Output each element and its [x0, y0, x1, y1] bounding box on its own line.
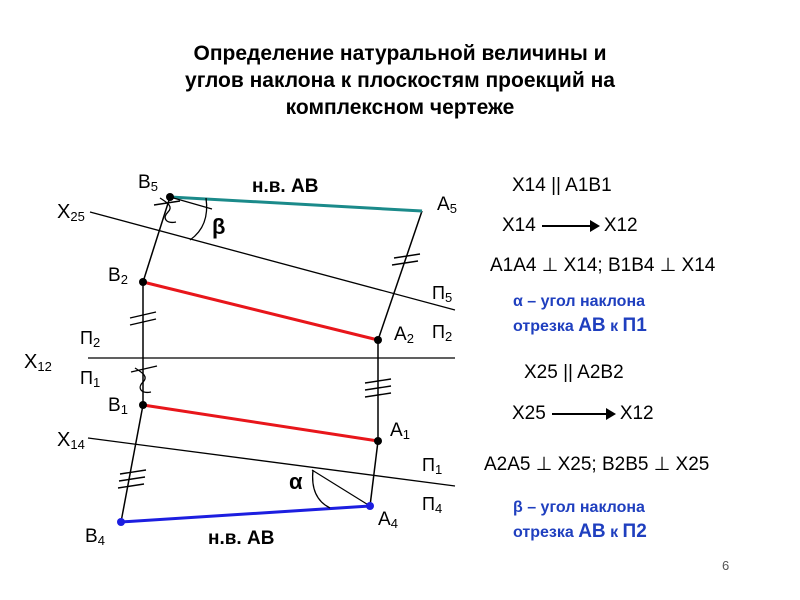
label-p2-right: П2 — [432, 322, 452, 344]
label-p5: П5 — [432, 283, 452, 305]
alpha-helper-line — [311, 469, 371, 507]
beta-definition-line-2: отрезка АВ к П2 — [513, 521, 647, 542]
label-x14: X14 — [57, 429, 85, 452]
arrow-icon — [551, 407, 616, 420]
page-number: 6 — [722, 558, 730, 573]
link-a1-a4 — [369, 440, 379, 507]
label-p4: П4 — [422, 494, 442, 516]
note-x25-to-x12: X25 X12 — [512, 403, 654, 425]
segment-b4-a4 — [120, 504, 371, 524]
beta-definition-line-1: β – угол наклона — [513, 499, 645, 516]
note-x14-text: X14 — [502, 215, 536, 236]
beta-symbol: β — [212, 214, 225, 239]
segment-b5-a5 — [169, 195, 423, 213]
point-b1 — [139, 401, 147, 409]
point-a2 — [374, 336, 382, 344]
wave-mark-middle — [134, 367, 152, 394]
label-x12: X12 — [24, 351, 52, 374]
link-b5-b2 — [142, 196, 171, 283]
title-line-3: комплексном чертеже — [285, 96, 515, 119]
point-b2 — [139, 278, 147, 286]
label-a5: A5 — [437, 194, 457, 216]
label-b1: B1 — [108, 395, 128, 417]
arrow-icon — [541, 219, 600, 232]
axis-x14 — [87, 437, 456, 487]
note-x25-text: X25 — [512, 403, 546, 424]
wave-mark-top — [159, 197, 177, 224]
segment-b2-a2 — [142, 280, 379, 342]
label-p1-lower: П1 — [80, 368, 100, 390]
axis-x25 — [89, 211, 456, 311]
ticks-double — [129, 253, 421, 326]
label-p2-upper: П2 — [80, 328, 100, 350]
label-b2: B2 — [108, 265, 128, 287]
note-x12-text: X12 — [603, 215, 638, 236]
note-alpha-definition: α – угол наклона отрезка АВ к П1 — [513, 290, 647, 339]
label-b5: B5 — [138, 172, 158, 194]
alpha-symbol: α — [289, 469, 303, 494]
note-x12-text-2: X12 — [619, 403, 654, 424]
alpha-definition-line-2: отрезка АВ к П1 — [513, 315, 647, 336]
beta-arc — [189, 197, 208, 241]
note-x14-parallel: X14 || A1B1 — [512, 175, 612, 196]
slide-title: Определение натуральной величины и углов… — [120, 40, 680, 121]
ticks-triple — [117, 378, 392, 489]
link-b1-b4 — [120, 404, 144, 523]
note-x25-parallel: X25 || A2B2 — [524, 362, 624, 383]
point-b5 — [166, 193, 174, 201]
beta-helper-line — [169, 196, 213, 210]
nv-top-label: н.в. АВ — [252, 176, 318, 197]
note-perpendicular-1: A1A4 ⊥ X14; B1B4 ⊥ X14 — [490, 255, 716, 276]
nv-bottom-label: н.в. АВ — [208, 528, 274, 549]
label-a1: A1 — [390, 420, 410, 442]
label-a2: A2 — [394, 324, 414, 346]
label-x25: X25 — [57, 201, 85, 224]
title-line-2: углов наклона к плоскостям проекций на — [185, 69, 615, 92]
segment-b1-a1 — [142, 403, 379, 443]
link-a5-a2 — [377, 210, 423, 341]
note-x14-to-x12: X14 X12 — [502, 215, 638, 237]
label-a4: A4 — [378, 509, 398, 531]
title-line-1: Определение натуральной величины и — [193, 42, 607, 65]
point-b4 — [117, 518, 125, 526]
alpha-definition-line-1: α – угол наклона — [513, 293, 646, 310]
alpha-arc — [311, 469, 331, 509]
note-beta-definition: β – угол наклона отрезка АВ к П2 — [513, 496, 647, 545]
point-a1 — [374, 437, 382, 445]
label-b4: B4 — [85, 526, 105, 548]
point-a4 — [366, 502, 374, 510]
label-p1-right: П1 — [422, 455, 442, 477]
note-perpendicular-2: A2A5 ⊥ X25; B2B5 ⊥ X25 — [484, 454, 710, 475]
